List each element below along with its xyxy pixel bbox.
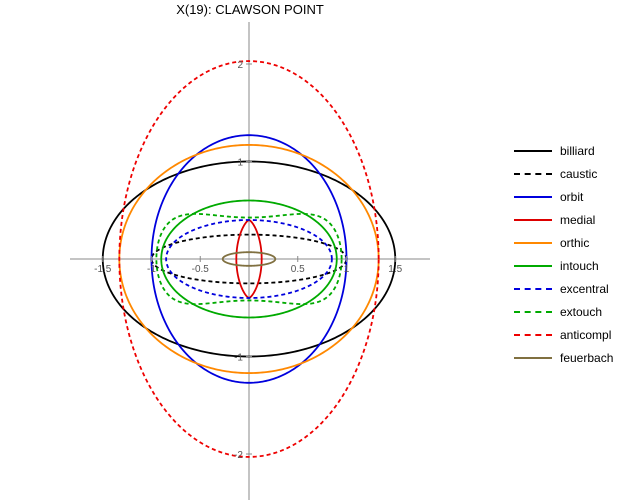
axes xyxy=(70,22,430,500)
legend-label: excentral xyxy=(560,282,609,297)
x-tick-label: 0.5 xyxy=(291,264,305,275)
y-tick-label: 2 xyxy=(237,60,243,71)
legend-label: billiard xyxy=(560,143,595,158)
curve-feuerbach xyxy=(221,251,277,267)
legend-item-intouch: intouch xyxy=(514,254,613,277)
legend: billiard caustic orbit medial orthic intouch e… xyxy=(514,139,613,370)
y-tick-label: -2 xyxy=(234,450,243,461)
legend-label: medial xyxy=(560,212,596,227)
ticks: -1.5 -1 -0.5 0.5 1 1.5 2 1 -1 -2 xyxy=(94,60,403,461)
chart-title: X(19): CLAWSON POINT xyxy=(176,2,324,17)
curve-anticompl xyxy=(118,60,380,458)
legend-label: extouch xyxy=(560,305,603,320)
legend-swatch xyxy=(514,195,552,198)
x-tick-label: -1.5 xyxy=(94,264,112,275)
y-tick-label: 1 xyxy=(237,158,243,169)
legend-label: orthic xyxy=(560,235,590,250)
legend-swatch xyxy=(514,288,552,291)
x-tick-label: 1.5 xyxy=(388,264,402,275)
legend-swatch xyxy=(514,357,552,360)
legend-label: feuerbach xyxy=(560,351,614,366)
curve-medial xyxy=(235,219,263,299)
legend-item-medial: medial xyxy=(514,208,613,231)
x-tick-label: -0.5 xyxy=(192,264,210,275)
curve-excentral xyxy=(165,219,333,299)
legend-item-billiard: billiard xyxy=(514,139,613,162)
legend-label: orbit xyxy=(560,189,584,204)
legend-item-excentral: excentral xyxy=(514,278,613,301)
legend-swatch xyxy=(514,265,552,268)
legend-item-feuerbach: feuerbach xyxy=(514,347,613,370)
legend-item-orbit: orbit xyxy=(514,185,613,208)
x-tick-label: -1 xyxy=(147,264,156,275)
legend-swatch xyxy=(514,172,552,175)
legend-swatch xyxy=(514,334,552,337)
legend-swatch xyxy=(514,241,552,244)
legend-label: intouch xyxy=(560,259,599,274)
curve-intouch xyxy=(160,199,338,319)
legend-swatch xyxy=(514,218,552,221)
legend-item-orthic: orthic xyxy=(514,231,613,254)
y-tick-label: -1 xyxy=(234,353,243,364)
legend-item-anticompl: anticompl xyxy=(514,324,613,347)
legend-label: caustic xyxy=(560,166,598,181)
legend-swatch xyxy=(514,149,552,152)
x-tick-label: 1 xyxy=(344,264,350,275)
legend-label: anticompl xyxy=(560,328,612,343)
legend-item-caustic: caustic xyxy=(514,162,613,185)
legend-swatch xyxy=(514,311,552,314)
legend-item-extouch: extouch xyxy=(514,301,613,324)
